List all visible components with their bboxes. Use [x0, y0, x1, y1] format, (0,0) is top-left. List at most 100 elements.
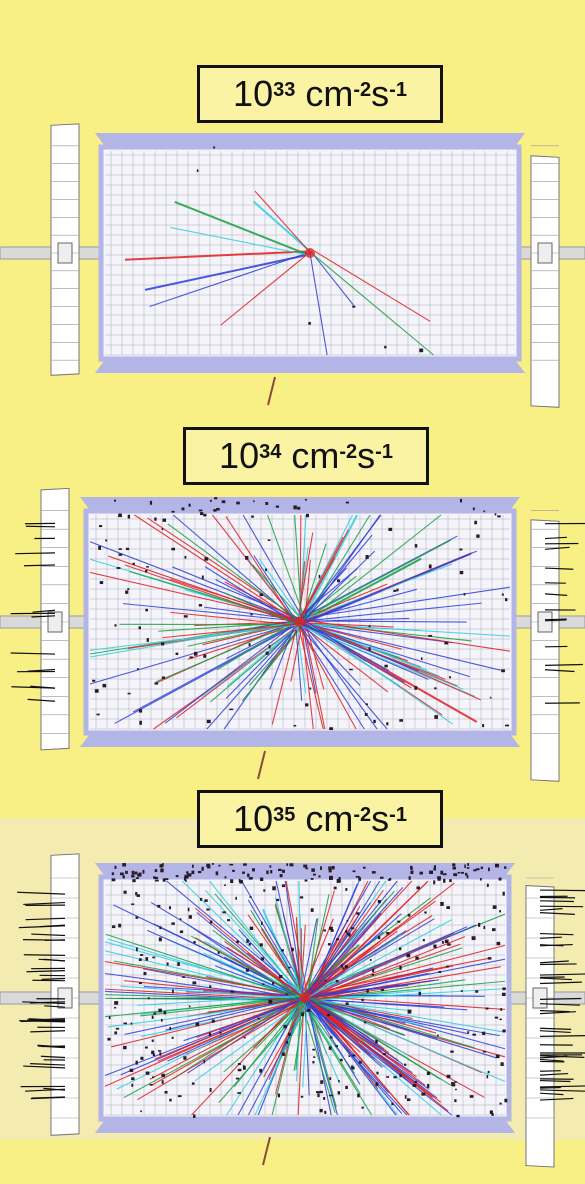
- detector-hit: [268, 645, 271, 649]
- detector-hit: [275, 505, 280, 508]
- detector-hit: [248, 877, 253, 880]
- detector-hit: [480, 878, 482, 881]
- particle-track: [150, 995, 311, 1086]
- detector-hit: [201, 575, 204, 580]
- detector-hit: [118, 513, 122, 518]
- detector-hit: [158, 937, 162, 942]
- detector-hit: [160, 1018, 163, 1022]
- detector-hit: [371, 871, 376, 874]
- detector-hit: [454, 1081, 457, 1083]
- detector-hit: [138, 982, 142, 985]
- detector-hit: [338, 1079, 340, 1083]
- detector-hit: [335, 979, 339, 983]
- particle-track: [122, 603, 302, 622]
- particle-track: [174, 200, 309, 256]
- detector-hit: [364, 713, 368, 716]
- detector-hit: [247, 873, 250, 877]
- detector-hit: [209, 985, 212, 988]
- particle-track: [307, 969, 425, 999]
- detector-hit: [443, 878, 446, 883]
- detector-hit: [489, 1110, 493, 1114]
- detector-hit: [442, 873, 447, 876]
- detector-hit: [209, 920, 213, 924]
- detector-hit: [191, 870, 195, 875]
- detector-hit: [197, 870, 202, 874]
- detector-event-display-1: [0, 123, 585, 408]
- detector-hit: [305, 703, 309, 707]
- particle-track: [201, 623, 302, 698]
- detector-hit: [209, 499, 212, 502]
- detector-hit: [466, 867, 470, 869]
- particle-track: [137, 994, 307, 1006]
- detector-hit: [158, 1050, 162, 1052]
- detector-hit: [348, 935, 351, 937]
- detector-hit: [305, 867, 309, 870]
- particle-track: [241, 624, 304, 702]
- detector-hit: [145, 608, 148, 612]
- particle-track: [308, 932, 455, 998]
- particle-track: [215, 579, 298, 623]
- detector-hit: [457, 871, 461, 874]
- detector-hit: [114, 624, 117, 627]
- detector-hit: [285, 993, 288, 996]
- detector-hit: [345, 888, 348, 891]
- detector-hit: [200, 512, 204, 516]
- particle-track: [220, 255, 307, 326]
- detector-hit: [260, 957, 264, 961]
- energy-deposit-spike: [17, 891, 66, 895]
- detector-hit: [426, 1071, 431, 1075]
- particle-track: [144, 254, 306, 291]
- detector-hit: [135, 947, 138, 952]
- particle-track: [275, 880, 303, 999]
- particle-track: [302, 995, 475, 1049]
- detector-hit: [184, 555, 187, 559]
- detector-hit: [495, 1054, 500, 1059]
- detector-hit: [160, 642, 165, 646]
- particle-track: [271, 998, 301, 1116]
- detector-hit: [270, 870, 273, 874]
- particle-track: [166, 880, 310, 1000]
- detector-hit: [434, 715, 438, 719]
- detector-hit: [204, 557, 209, 561]
- detector-hit: [166, 962, 169, 966]
- detector-hit: [265, 568, 267, 572]
- detector-hit: [125, 590, 129, 594]
- particle-track: [274, 896, 303, 1000]
- particle-track: [314, 250, 431, 322]
- particle-track: [299, 890, 395, 998]
- detector-hit: [328, 1046, 332, 1050]
- particle-track: [303, 995, 372, 1056]
- detector-hit: [289, 863, 294, 867]
- particle-track: [254, 999, 308, 1116]
- detector-hit: [224, 884, 226, 886]
- detector-hit: [437, 1034, 439, 1037]
- particle-track: [295, 568, 358, 620]
- detector-hit: [188, 503, 191, 507]
- detector-hit: [351, 1065, 354, 1069]
- detector-hit: [337, 1091, 341, 1095]
- detector-hit: [407, 913, 411, 917]
- detector-hit: [164, 878, 169, 881]
- energy-deposit-spike: [10, 652, 56, 655]
- detector-hit: [464, 872, 468, 876]
- detector-hit: [249, 926, 254, 930]
- detector-hit: [453, 873, 458, 877]
- detector-hit: [397, 920, 401, 923]
- particle-track: [124, 564, 300, 626]
- detector-hit: [142, 869, 145, 874]
- detector-hit: [467, 1031, 470, 1034]
- detector-hit: [115, 1027, 120, 1030]
- detector-hit: [424, 911, 427, 914]
- particle-track: [255, 998, 305, 1050]
- endcap-flange: [47, 611, 63, 633]
- detector-hit: [175, 652, 179, 656]
- detector-hit: [189, 656, 193, 659]
- detector-hit: [151, 1050, 155, 1055]
- energy-deposit-spike: [20, 1019, 66, 1023]
- detector-hit: [187, 873, 192, 877]
- particle-track: [181, 880, 304, 999]
- particle-track: [187, 997, 301, 1074]
- detector-hit: [304, 498, 307, 501]
- energy-deposit-spike: [539, 936, 562, 939]
